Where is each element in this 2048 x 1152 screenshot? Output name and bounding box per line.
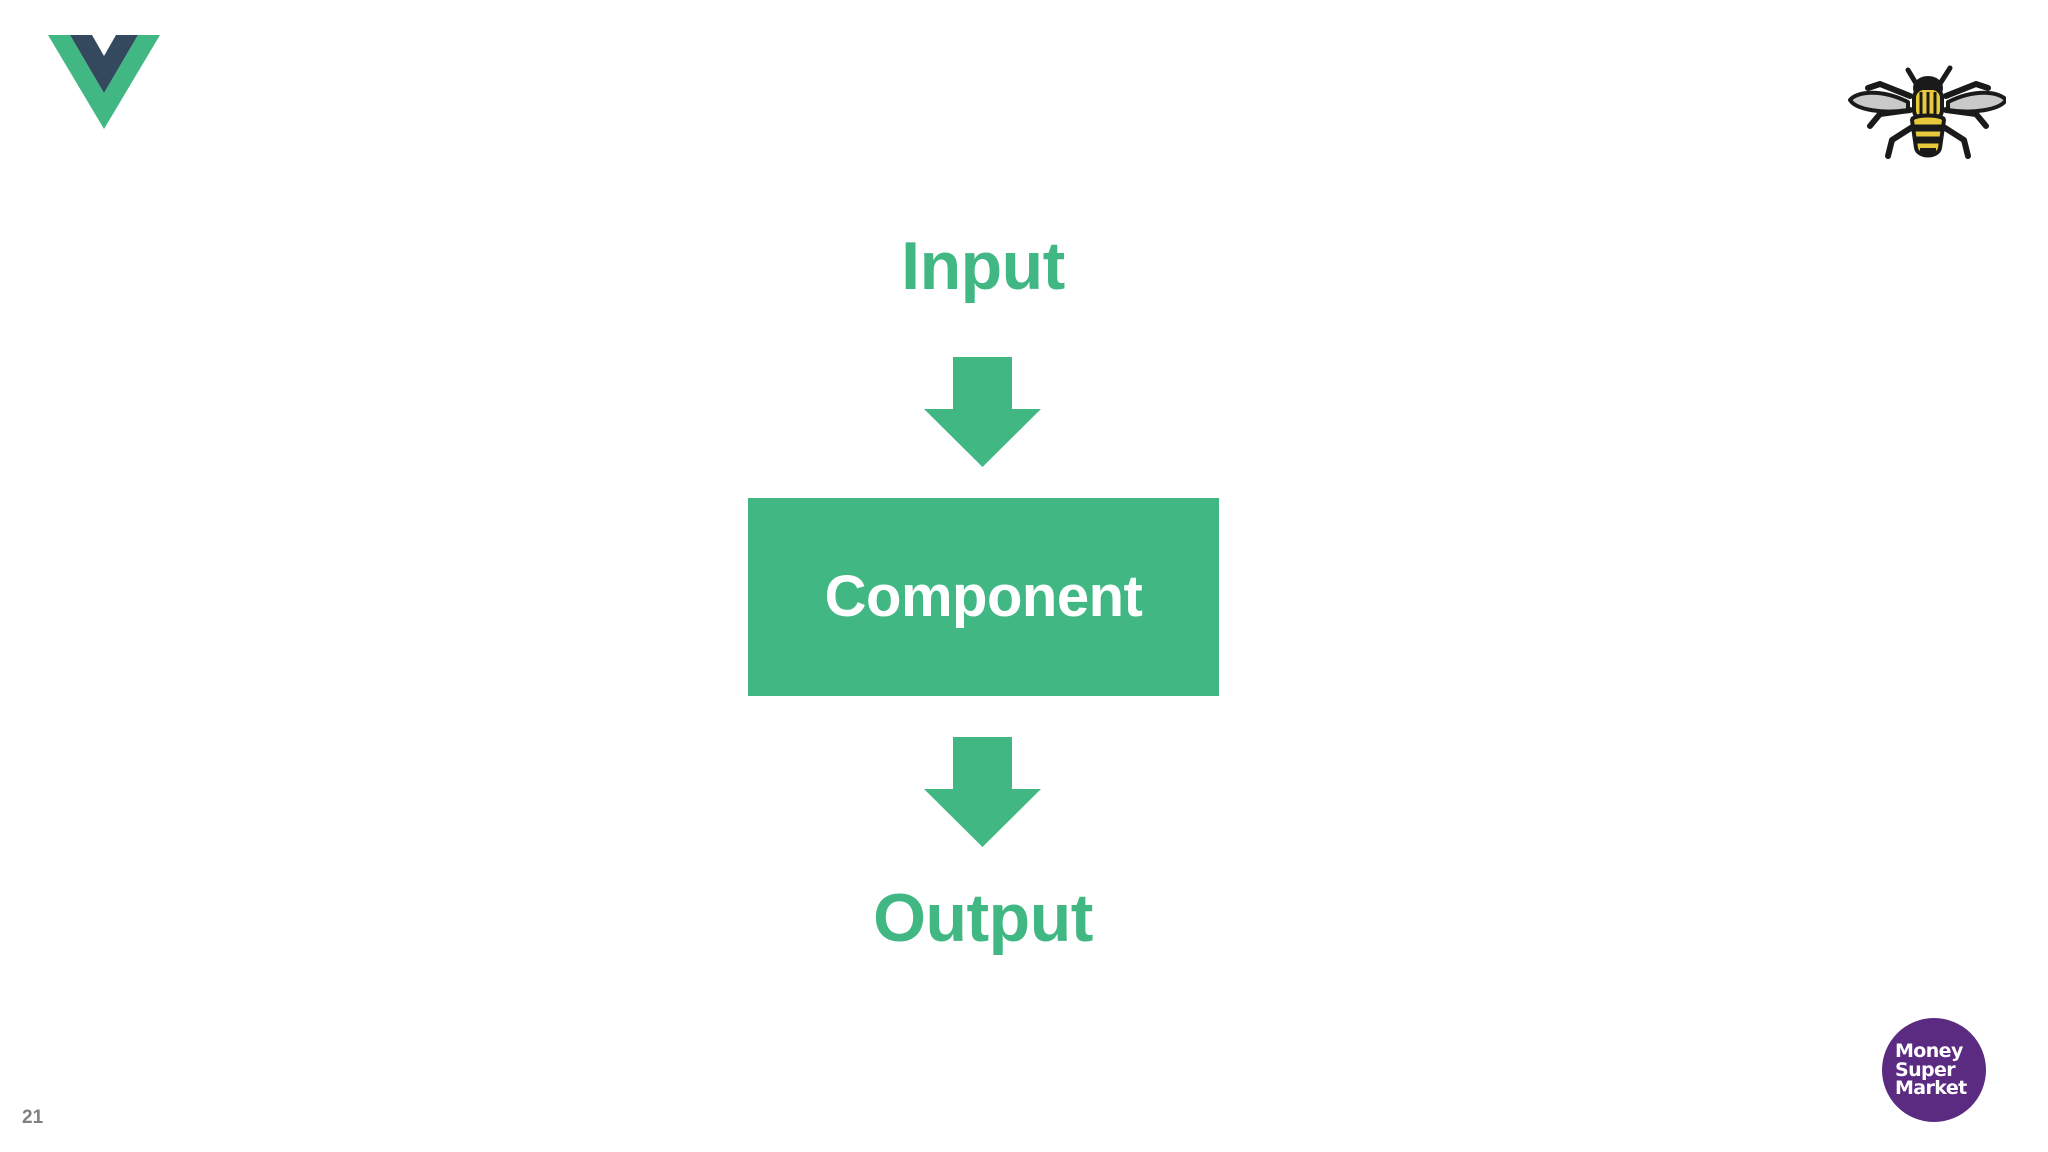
vue-logo [48,33,160,129]
page-number: 21 [22,1107,44,1128]
arrow-down-icon-output [924,737,1041,847]
component-box-label: Component [824,564,1143,629]
msm-logo-line-1: Money [1895,1040,1963,1063]
component-box: Component [748,498,1219,696]
msm-logo-line-2: Super [1895,1058,1956,1081]
input-label: Input [901,228,1065,304]
output-label: Output [873,880,1093,956]
arrow-down-icon-input [924,357,1041,467]
moneysupermarket-logo: Money Super Market [1882,1018,1986,1122]
manchester-bee-icon [1846,48,2008,164]
msm-logo-line-3: Market [1895,1077,1967,1100]
